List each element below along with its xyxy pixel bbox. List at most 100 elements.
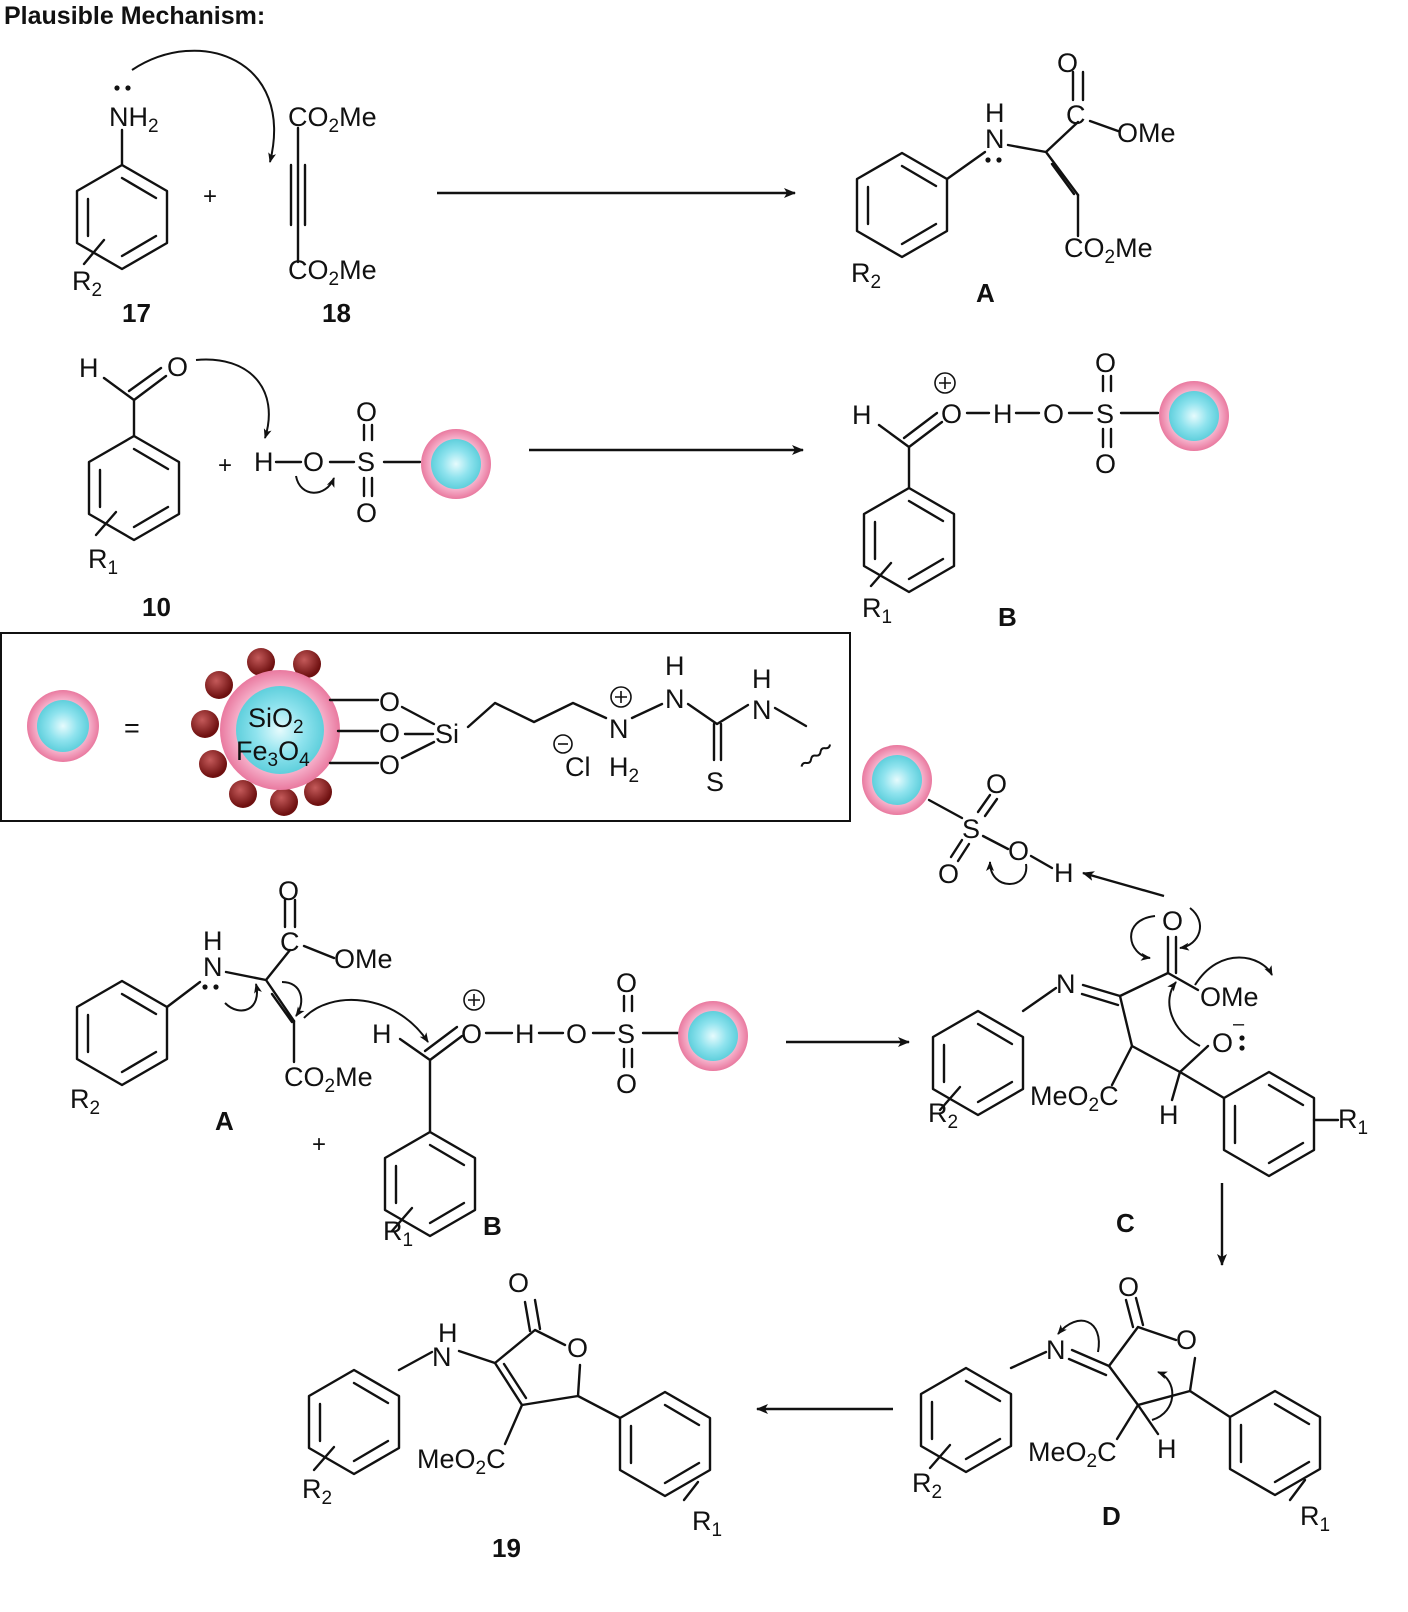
svg-text:O: O xyxy=(379,687,400,717)
svg-text:OMe: OMe xyxy=(1200,982,1259,1012)
label-B-bottom: B xyxy=(483,1211,502,1241)
compound-C: N O OMe O – MeO2C H R1 R2 C xyxy=(928,906,1368,1238)
svg-text:S: S xyxy=(962,814,980,844)
svg-text:O: O xyxy=(566,1019,587,1049)
svg-text:R2: R2 xyxy=(851,258,881,293)
svg-text:R2: R2 xyxy=(302,1474,332,1509)
svg-text:S: S xyxy=(706,767,724,797)
svg-text:O: O xyxy=(508,1268,529,1298)
svg-text:R1: R1 xyxy=(692,1506,722,1541)
svg-text:Cl: Cl xyxy=(565,752,591,782)
svg-text:C: C xyxy=(280,927,300,957)
svg-text:O: O xyxy=(1043,399,1064,429)
svg-text:H: H xyxy=(1157,1434,1177,1464)
svg-text:N: N xyxy=(609,714,629,744)
plus-sign: + xyxy=(203,183,217,210)
svg-text:O: O xyxy=(616,968,637,998)
svg-text:Si: Si xyxy=(435,719,459,749)
svg-text:MeO2C: MeO2C xyxy=(417,1444,506,1479)
svg-text:=: = xyxy=(124,713,140,743)
svg-text:R1: R1 xyxy=(862,593,892,628)
svg-text:O: O xyxy=(379,750,400,780)
svg-text:R2: R2 xyxy=(928,1098,958,1133)
svg-text:CO2Me: CO2Me xyxy=(288,255,377,290)
svg-text:O: O xyxy=(938,859,959,889)
svg-text:S: S xyxy=(357,447,375,477)
catalyst-acid-row2: H O S O O xyxy=(254,397,491,528)
svg-text:R1: R1 xyxy=(1300,1501,1330,1536)
label-10: 10 xyxy=(142,592,171,622)
svg-text:H: H xyxy=(203,926,223,956)
plus-sign: + xyxy=(312,1131,326,1158)
svg-text:OMe: OMe xyxy=(334,944,393,974)
svg-text:S: S xyxy=(617,1019,635,1049)
svg-text:CO2Me: CO2Me xyxy=(288,102,377,137)
svg-text:N: N xyxy=(432,1342,452,1372)
svg-text:H: H xyxy=(372,1019,392,1049)
compound-18: CO2Me CO2Me 18 xyxy=(288,102,377,328)
svg-text:O: O xyxy=(986,769,1007,799)
svg-text:H2: H2 xyxy=(609,752,639,787)
svg-text:H: H xyxy=(79,353,99,383)
compound-B-bottom: H O H O S O O R1 B xyxy=(372,968,748,1251)
svg-text:O: O xyxy=(1118,1272,1139,1302)
svg-text:NH2: NH2 xyxy=(109,102,159,137)
label-17: 17 xyxy=(122,298,151,328)
svg-text:R1: R1 xyxy=(1338,1104,1368,1139)
svg-text:N: N xyxy=(1046,1335,1066,1365)
svg-text:H: H xyxy=(515,1019,535,1049)
svg-text:N: N xyxy=(752,695,772,725)
label-C: C xyxy=(1116,1208,1135,1238)
label-B-top: B xyxy=(998,602,1017,632)
svg-text:R2: R2 xyxy=(72,266,102,301)
compound-17: NH2 R2 17 xyxy=(72,85,169,328)
svg-text:H: H xyxy=(1159,1100,1179,1130)
svg-text:H: H xyxy=(993,399,1013,429)
compound-10: H O R1 10 xyxy=(79,352,188,622)
svg-text:S: S xyxy=(1096,399,1114,429)
svg-text:O: O xyxy=(1176,1325,1197,1355)
svg-text:O: O xyxy=(278,876,299,906)
svg-text:H: H xyxy=(1054,858,1074,888)
svg-text:MeO2C: MeO2C xyxy=(1030,1081,1119,1116)
compound-B-top: H O H O S O O R1 B xyxy=(852,348,1229,632)
label-D: D xyxy=(1102,1501,1121,1531)
svg-text:N: N xyxy=(985,124,1005,154)
svg-text:O: O xyxy=(356,397,377,427)
compound-D: N O O MeO2C H R1 R2 D xyxy=(912,1272,1330,1536)
svg-text:O: O xyxy=(567,1333,588,1363)
compound-19: H N O O MeO2C R1 R2 19 xyxy=(302,1268,722,1563)
svg-text:C: C xyxy=(1066,100,1086,130)
svg-text:R2: R2 xyxy=(912,1468,942,1503)
svg-text:H: H xyxy=(985,98,1005,128)
svg-text:O: O xyxy=(379,718,400,748)
svg-text:O: O xyxy=(1057,48,1078,78)
svg-text:R1: R1 xyxy=(383,1216,413,1251)
label-A-top: A xyxy=(976,278,995,308)
plus-sign: + xyxy=(218,452,232,479)
svg-text:O: O xyxy=(1095,449,1116,479)
svg-text:O: O xyxy=(1008,836,1029,866)
svg-text:SiO2: SiO2 xyxy=(248,703,304,738)
label-18: 18 xyxy=(322,298,351,328)
svg-text:H: H xyxy=(438,1318,458,1348)
svg-text:N: N xyxy=(203,952,223,982)
svg-text:O: O xyxy=(1095,348,1116,378)
catalyst-regenerated: S O O O H xyxy=(862,745,1074,889)
svg-text:R1: R1 xyxy=(88,544,118,579)
svg-text:CO2Me: CO2Me xyxy=(1064,233,1153,268)
svg-text:H: H xyxy=(665,651,685,681)
svg-text:O: O xyxy=(1212,1028,1233,1058)
label-A-bottom: A xyxy=(215,1106,234,1136)
satellite-particles xyxy=(191,648,332,816)
svg-text:N: N xyxy=(1056,969,1076,999)
svg-text:O: O xyxy=(356,498,377,528)
catalyst-legend-box: = SiO2 Fe3O4 O O O Si N H N S H N xyxy=(0,632,851,822)
svg-text:MeO2C: MeO2C xyxy=(1028,1437,1117,1472)
svg-text:O: O xyxy=(461,1019,482,1049)
svg-text:–: – xyxy=(1233,1013,1245,1035)
svg-text:H: H xyxy=(852,400,872,430)
svg-text:Fe3O4: Fe3O4 xyxy=(236,736,310,771)
compound-A-bottom: H N C O OMe CO2Me R2 A xyxy=(70,876,393,1136)
